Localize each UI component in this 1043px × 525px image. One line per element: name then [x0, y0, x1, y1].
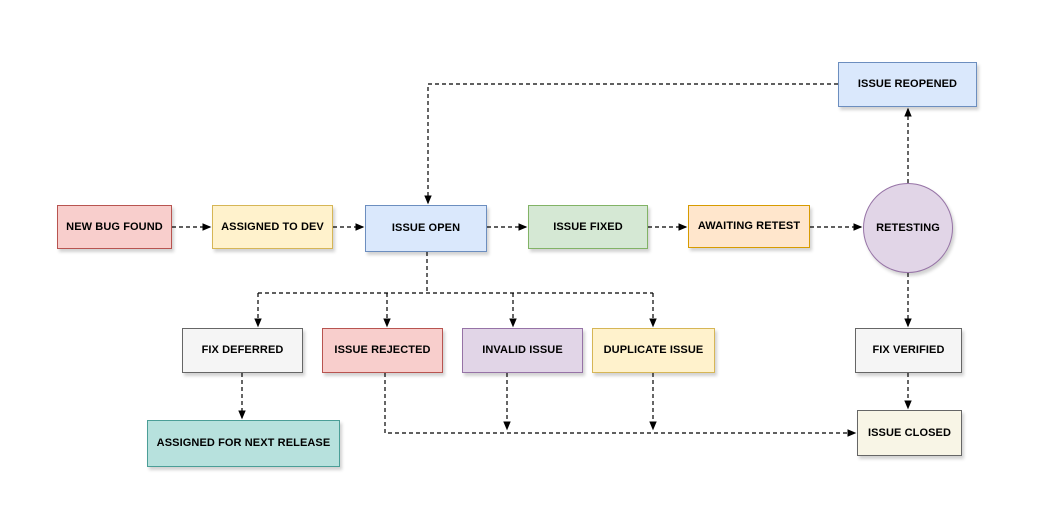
node-duplicate-issue-label: DUPLICATE ISSUE [603, 344, 704, 357]
node-issue-closed-label: ISSUE CLOSED [867, 426, 952, 439]
node-new-bug-found-label: NEW BUG FOUND [66, 220, 163, 233]
node-assigned-to-dev[interactable]: ASSIGNED TO DEV [212, 205, 333, 249]
node-awaiting-retest-label: AWAITING RETEST [697, 220, 801, 233]
node-assigned-to-dev-label: ASSIGNED TO DEV [221, 220, 324, 233]
node-awaiting-retest[interactable]: AWAITING RETEST [688, 205, 810, 248]
node-issue-rejected[interactable]: ISSUE REJECTED [322, 328, 443, 373]
node-issue-fixed[interactable]: ISSUE FIXED [528, 205, 648, 249]
node-invalid-issue-label: INVALID ISSUE [482, 344, 563, 357]
edge-issue-reopened-to-issue-open [424, 83, 838, 205]
node-issue-rejected-label: ISSUE REJECTED [334, 344, 431, 357]
node-fix-verified[interactable]: FIX VERIFIED [855, 328, 962, 373]
node-issue-closed[interactable]: ISSUE CLOSED [857, 410, 962, 456]
node-issue-open-label: ISSUE OPEN [391, 222, 461, 235]
node-invalid-issue[interactable]: INVALID ISSUE [462, 328, 583, 373]
node-fix-verified-label: FIX VERIFIED [872, 344, 945, 357]
node-issue-reopened-label: ISSUE REOPENED [857, 78, 958, 91]
node-retesting-label: RETESTING [876, 221, 940, 234]
node-fix-deferred[interactable]: FIX DEFERRED [182, 328, 303, 373]
edge-issue-rejected-to-issue-closed [384, 373, 857, 437]
node-issue-open[interactable]: ISSUE OPEN [365, 205, 487, 252]
node-retesting[interactable]: RETESTING [863, 183, 953, 273]
node-issue-reopened[interactable]: ISSUE REOPENED [838, 62, 977, 107]
node-duplicate-issue[interactable]: DUPLICATE ISSUE [592, 328, 715, 373]
node-assigned-for-next-release-label: ASSIGNED FOR NEXT RELEASE [156, 437, 331, 450]
node-fix-deferred-label: FIX DEFERRED [201, 344, 284, 357]
node-issue-fixed-label: ISSUE FIXED [553, 220, 623, 233]
node-new-bug-found[interactable]: NEW BUG FOUND [57, 205, 172, 249]
node-assigned-for-next-release[interactable]: ASSIGNED FOR NEXT RELEASE [147, 420, 340, 467]
